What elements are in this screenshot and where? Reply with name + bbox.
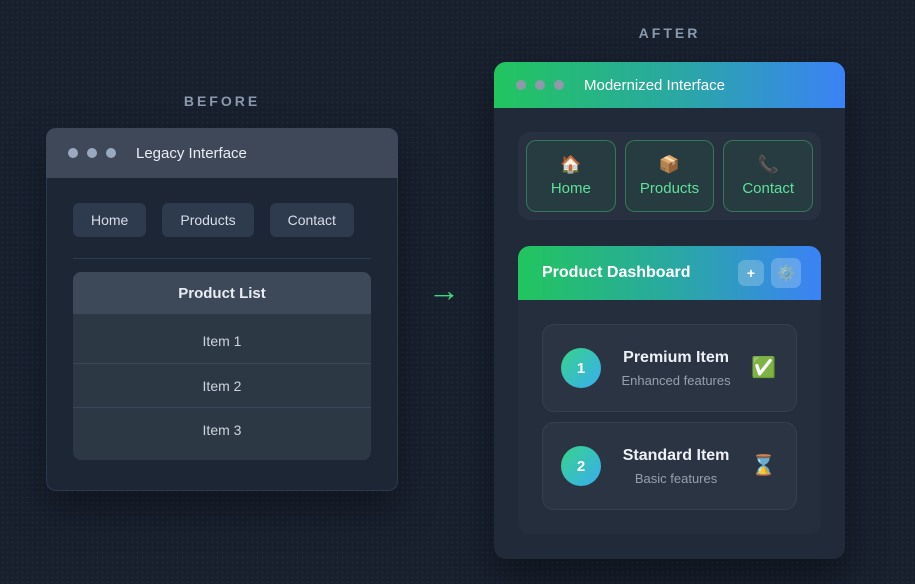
- modern-titlebar: Modernized Interface: [494, 62, 845, 108]
- after-label: AFTER: [638, 25, 701, 41]
- window-controls: [68, 148, 116, 158]
- product-list-body: Item 1 Item 2 Item 3: [73, 314, 371, 460]
- item-subtitle: Enhanced features: [621, 372, 731, 388]
- item-number-badge: 2: [561, 446, 601, 486]
- gear-icon[interactable]: ⚙️: [771, 258, 801, 288]
- item-text: Standard Item Basic features: [601, 447, 751, 486]
- nav-button-label: Products: [639, 179, 700, 197]
- hourglass-icon: ⌛: [751, 455, 776, 477]
- modern-window-body: 🏠 Home 📦 Products 📞 Contact Product Dash…: [494, 108, 845, 559]
- legacy-nav-home-button[interactable]: Home: [73, 203, 147, 237]
- list-item[interactable]: Item 1: [202, 333, 242, 349]
- package-icon: 📦: [658, 154, 681, 174]
- list-item[interactable]: Item 3: [73, 407, 371, 451]
- dashboard-item-premium[interactable]: 1 Premium Item Enhanced features ✅: [542, 324, 797, 412]
- divider: [73, 258, 371, 259]
- legacy-window: Legacy Interface Home Products Contact P…: [46, 128, 398, 491]
- product-dashboard-card: Product Dashboard + ⚙️ 1 Premium Item En…: [518, 246, 821, 534]
- window-dot-icon[interactable]: [554, 80, 564, 90]
- dashboard-item-standard[interactable]: 2 Standard Item Basic features ⌛: [542, 422, 797, 510]
- product-list-card: Product List Item 1 Item 2 Item 3: [73, 272, 371, 460]
- modern-window: Modernized Interface 🏠 Home 📦 Products 📞…: [494, 62, 845, 559]
- legacy-nav-contact-button[interactable]: Contact: [269, 203, 354, 237]
- legacy-nav-products-button[interactable]: Products: [162, 203, 254, 237]
- window-dot-icon[interactable]: [106, 148, 116, 158]
- before-label: BEFORE: [183, 93, 261, 109]
- item-title: Premium Item: [623, 348, 729, 366]
- legacy-nav: Home Products Contact: [73, 203, 371, 237]
- arrow-right-icon: →: [428, 272, 460, 308]
- add-button[interactable]: +: [738, 260, 764, 286]
- legacy-titlebar: Legacy Interface: [46, 128, 398, 178]
- dashboard-body: 1 Premium Item Enhanced features ✅ 2 Sta…: [518, 300, 821, 534]
- legacy-window-body: Home Products Contact Product List Item …: [46, 178, 398, 491]
- window-dot-icon[interactable]: [516, 80, 526, 90]
- item-text: Premium Item Enhanced features: [601, 349, 751, 388]
- dashboard-header: Product Dashboard + ⚙️: [518, 246, 821, 300]
- list-item[interactable]: Item 2: [73, 363, 371, 407]
- home-icon: 🏠: [560, 154, 582, 174]
- window-dot-icon[interactable]: [535, 80, 545, 90]
- legacy-window-title: Legacy Interface: [136, 144, 247, 162]
- nav-button-label: Home: [550, 179, 591, 197]
- item-subtitle: Basic features: [634, 470, 718, 486]
- modern-nav-panel: 🏠 Home 📦 Products 📞 Contact: [518, 132, 821, 220]
- dashboard-title: Product Dashboard: [542, 264, 691, 281]
- modern-window-title: Modernized Interface: [584, 76, 725, 94]
- window-dot-icon[interactable]: [87, 148, 97, 158]
- modern-nav-contact-button[interactable]: 📞 Contact: [723, 140, 814, 212]
- window-dot-icon[interactable]: [68, 148, 78, 158]
- item-title: Standard Item: [622, 446, 730, 464]
- check-mark-icon: ✅: [751, 357, 776, 379]
- modern-nav-home-button[interactable]: 🏠 Home: [526, 140, 616, 212]
- window-controls: [516, 80, 564, 90]
- modern-nav-products-button[interactable]: 📦 Products: [624, 140, 715, 212]
- nav-button-label: Contact: [742, 179, 795, 197]
- product-list-header: Product List: [73, 272, 371, 314]
- phone-icon: 📞: [757, 154, 779, 174]
- item-number-badge: 1: [561, 348, 601, 388]
